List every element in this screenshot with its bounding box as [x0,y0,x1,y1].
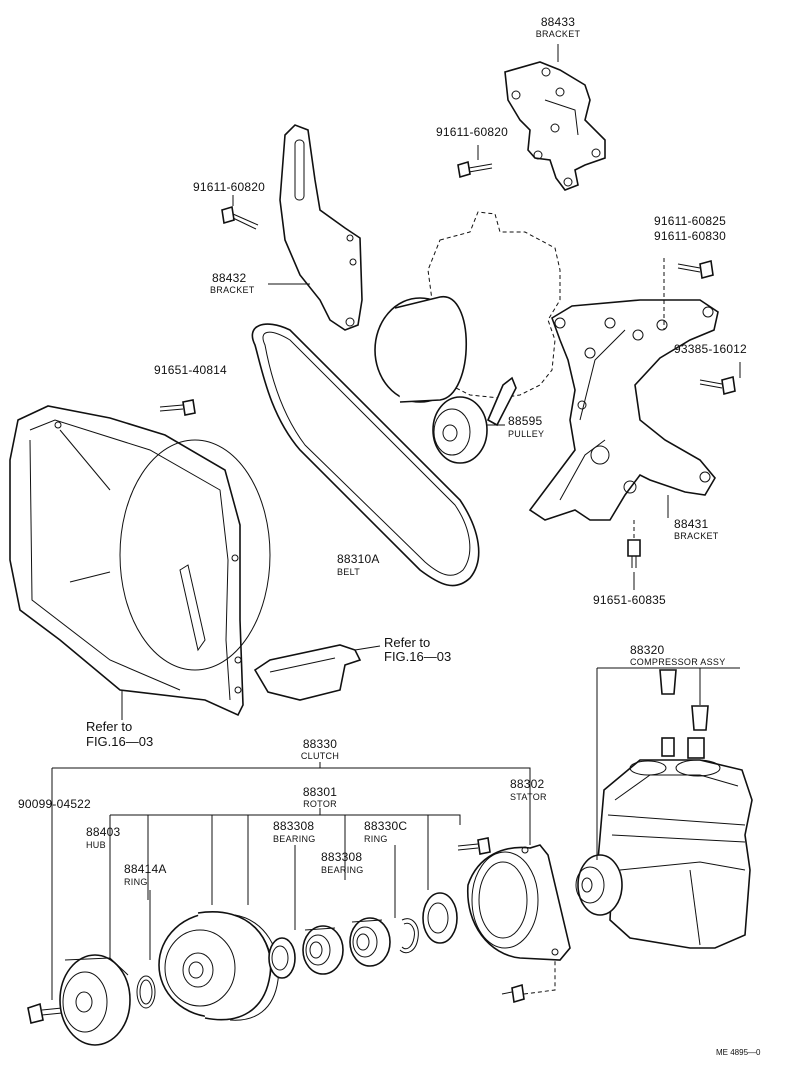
bolt-91611-60825-drawing [677,259,714,280]
label-88301-partnumber: 88301 [302,785,338,799]
label-91651-60835: 91651-60835 [593,593,666,607]
bracket-88431-drawing [528,299,719,521]
label-88403-name: HUB [86,840,106,850]
label-88310A-name: BELT [337,567,361,577]
label-88320-partnumber: 88320 [630,643,665,657]
label-88431-partnumber: 88431 [674,517,709,531]
label-bearing1-partnumber: 883308 [273,819,315,833]
label-88414A-name: RING [124,877,148,887]
bolt-91651-40814-drawing [159,399,196,416]
bearing-883308-1-drawing [302,925,344,975]
label-bearing2-name: BEARING [321,865,364,875]
bracket-88432-drawing [279,124,363,331]
compressor-88320-drawing [575,737,753,949]
label-bearing1-name: BEARING [273,834,316,844]
label-bolt-left-partnumber: 91611-60820 [193,180,266,194]
label-91611-60825: 91611-60825 [654,214,727,228]
bolt-91651-60835-drawing [627,520,641,568]
label-88432-partnumber: 88432 [212,271,247,285]
label-88431-name: BRACKET [674,531,719,541]
bearing-883308-2-drawing [349,917,391,967]
label-90099-04522: 90099-04522 [18,797,91,811]
fan-shroud-drawing [9,405,271,717]
label-91651-40814: 91651-40814 [154,363,227,377]
bolt-91611-60820-left [221,205,259,230]
label-88403-partnumber: 88403 [86,825,121,839]
label-88433-name: BRACKET [535,29,581,39]
valve-caps-drawing [659,669,709,731]
stator-bolt-upper [457,837,491,855]
footer-drawing-code: ME 4895—0 [716,1048,761,1057]
label-88302-partnumber: 88302 [510,777,545,791]
label-88330-name: CLUTCH [300,751,340,761]
bolt-90099-04522-drawing [27,1002,63,1024]
label-88310A-partnumber: 88310A [337,552,380,566]
label-88330C-name: RING [364,834,388,844]
label-88320-name: COMPRESSOR ASSY [630,657,726,667]
bracket-88433-drawing [504,61,606,191]
label-bolt-top-partnumber: 91611-60820 [436,125,509,139]
bolt-91611-60820-top [457,160,493,179]
ring-88330C-drawing [399,918,419,954]
label-refer-left-line2: FIG.16—03 [86,734,154,749]
ring-88414A-drawing [136,975,156,1009]
label-88301-name: ROTOR [303,799,337,809]
label-refer-right-line2: FIG.16—03 [384,649,452,664]
stator-bolt-lower [501,983,525,1004]
label-88414A-partnumber: 88414A [124,862,167,876]
shim-ring-drawing [422,892,458,944]
belt-88310A-drawing [251,323,480,587]
label-93385-16012: 93385-16012 [674,342,747,356]
label-refer-right-line1: Refer to [384,635,431,650]
label-88433-partnumber: 88433 [540,15,576,29]
label-88432-name: BRACKET [210,285,255,295]
label-bearing2-partnumber: 883308 [321,850,363,864]
label-91611-60830: 91611-60830 [654,229,727,243]
rotor-88301-drawing [158,911,280,1021]
label-refer-left-line1: Refer to [86,719,133,734]
pulley-88595-drawing [432,376,517,464]
label-88330-partnumber: 88330 [302,737,338,751]
bolt-93385-16012-drawing [699,375,736,396]
label-88595-name: PULLEY [508,429,545,439]
seal-ring-drawing [268,937,296,979]
label-88330C-partnumber: 88330C [364,819,408,833]
label-88595-partnumber: 88595 [508,414,543,428]
stator-88302-drawing [467,844,571,961]
compressor-pulley-shell [374,296,468,403]
hub-88403-drawing [59,954,131,1046]
lower-shroud-drawing [253,644,362,701]
label-88302-name: STATOR [510,792,547,802]
